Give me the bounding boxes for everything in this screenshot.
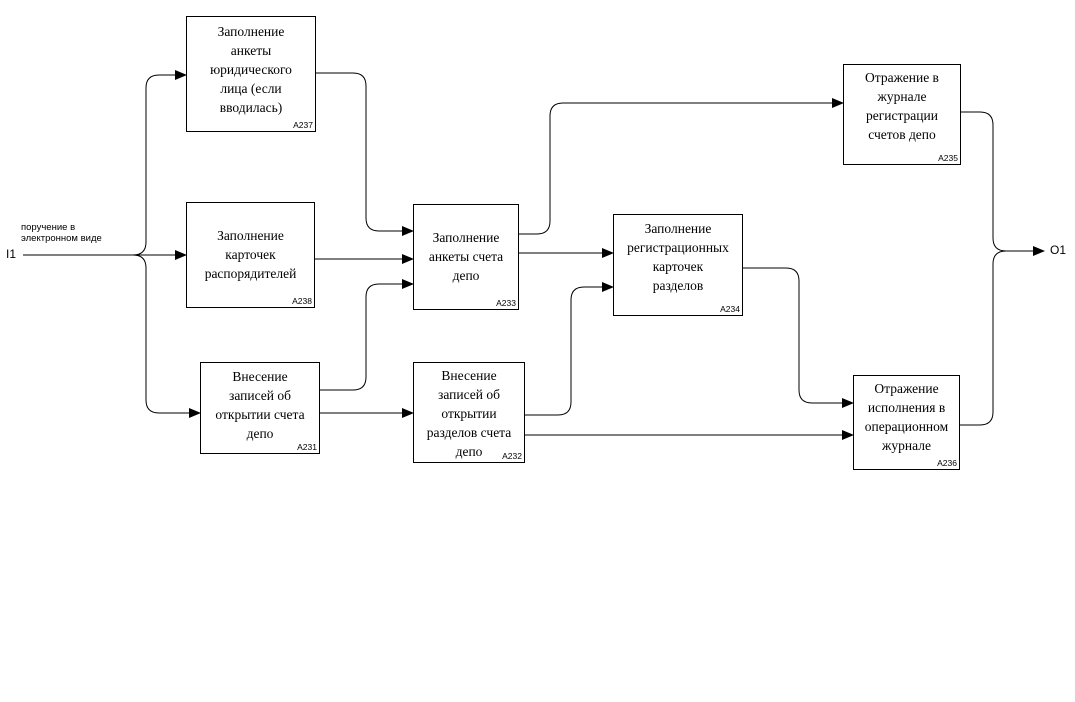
box-a238-id: A238 [292,296,312,306]
arrow-a233-to-a235 [519,98,844,235]
box-a237-id: A237 [293,120,313,130]
arrow-a236-to-output [960,250,1007,426]
box-a231[interactable]: Внесение записей об открытии счета депо … [200,362,320,454]
box-a233-text: Заполнение анкеты счета депо [428,230,504,283]
box-a231-text: Внесение записей об открытии счета депо [215,369,305,441]
box-a236-text: Отражение исполнения в операционном журн… [864,381,949,453]
box-a235-id: A235 [938,153,958,163]
box-a232-id: A232 [502,451,522,461]
arrow-a231-to-a233 [320,279,414,391]
box-a237[interactable]: Заполнение анкеты юридического лица (есл… [186,16,316,132]
box-a231-id: A231 [297,442,317,452]
box-a236[interactable]: Отражение исполнения в операционном журн… [853,375,960,470]
output-id: O1 [1050,243,1067,257]
box-a232-text: Внесение записей об открытии разделов сч… [426,368,512,459]
arrow-a234-to-a236 [743,267,854,408]
box-a238-text: Заполнение карточек распорядителей [204,228,297,281]
arrow-input-to-a237 [132,70,187,256]
box-a233[interactable]: Заполнение анкеты счета депо A233 [413,204,519,310]
box-a234-id: A234 [720,304,740,314]
box-a234-text: Заполнение регистрационных карточек разд… [627,221,729,293]
box-a233-id: A233 [496,298,516,308]
input-label: поручение в электронном виде [21,222,102,244]
box-a238[interactable]: Заполнение карточек распорядителей A238 [186,202,315,308]
arrow-a237-to-a233 [316,72,414,236]
arrow-a232-to-a234 [525,282,614,416]
box-a237-text: Заполнение анкеты юридического лица (есл… [210,24,292,115]
box-a236-id: A236 [937,458,957,468]
box-a235[interactable]: Отражение в журнале регистрации счетов д… [843,64,961,165]
box-a235-text: Отражение в журнале регистрации счетов д… [865,70,939,142]
box-a234[interactable]: Заполнение регистрационных карточек разд… [613,214,743,316]
input-id: I1 [6,247,17,261]
box-a232[interactable]: Внесение записей об открытии разделов сч… [413,362,525,463]
arrow-a235-to-output [961,111,1007,252]
arrow-input-to-a231 [132,254,201,418]
